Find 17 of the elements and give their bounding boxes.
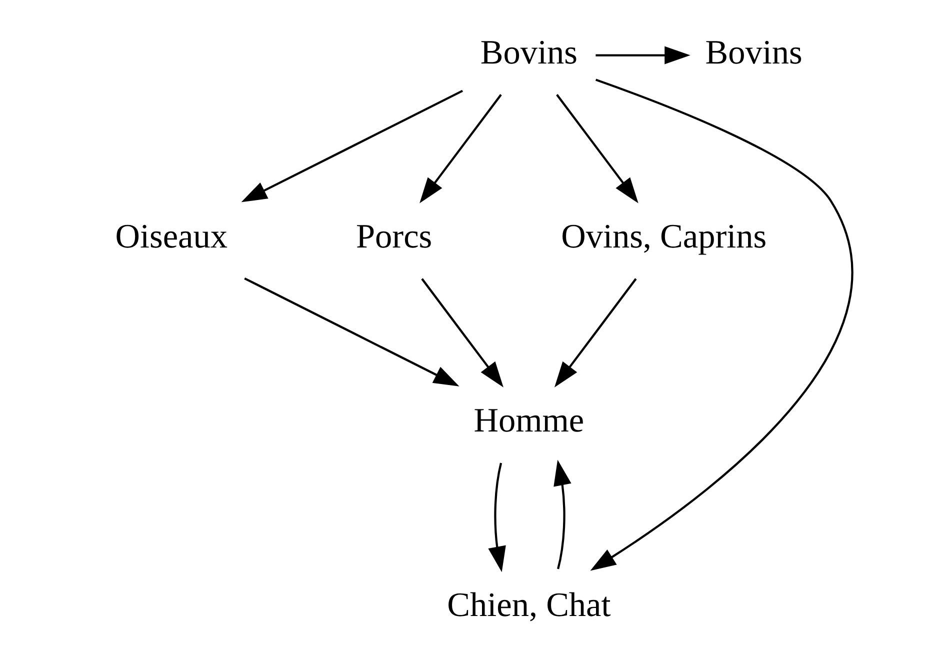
node-text: Ovins, Caprins — [560, 218, 766, 256]
arrow — [240, 90, 463, 202]
node-text: Bovins — [480, 33, 577, 72]
node-text: Bovins — [704, 33, 802, 72]
node-text: Oiseaux — [114, 218, 227, 256]
arrow — [420, 278, 503, 388]
arrow — [244, 277, 459, 386]
node-text: Homme — [473, 402, 584, 440]
arrow — [590, 78, 853, 571]
arrow — [595, 46, 690, 64]
arrow — [554, 278, 636, 388]
arrow — [419, 94, 502, 204]
arrow — [556, 94, 638, 204]
node-text: Chien, Chat — [446, 586, 610, 624]
arrow — [488, 462, 506, 572]
arrow — [553, 460, 571, 570]
node-text: Porcs — [356, 218, 432, 256]
